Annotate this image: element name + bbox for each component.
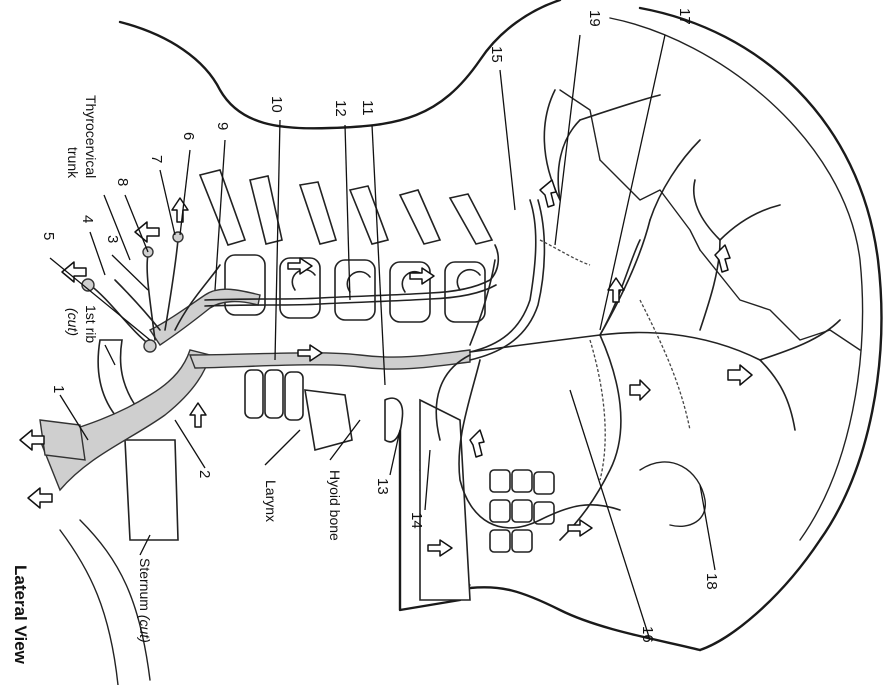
- label-thyrocervical-trunk-line1: Thyrocervical: [83, 95, 99, 178]
- label-hyoid-bone: Hyoid bone: [327, 470, 343, 541]
- label-3: 3: [104, 235, 121, 243]
- aortic-arch: [40, 350, 210, 490]
- label-7: 7: [148, 155, 165, 163]
- teeth: [490, 470, 554, 552]
- label-13: 13: [374, 478, 391, 495]
- label-1: 1: [50, 385, 67, 393]
- flow-arrow: [470, 430, 484, 457]
- label-16: 16: [639, 626, 656, 643]
- flow-arrow: [20, 430, 44, 450]
- label-4: 4: [79, 215, 96, 223]
- label-10: 10: [268, 96, 285, 113]
- label-11: 11: [359, 100, 376, 116]
- common-carotid: [190, 350, 470, 369]
- external-carotid: [470, 333, 760, 360]
- flow-arrow: [728, 365, 752, 385]
- view-title: Lateral View: [11, 565, 30, 665]
- flow-arrow: [568, 520, 592, 536]
- leader-lines: [50, 35, 715, 640]
- label-8: 8: [114, 178, 131, 186]
- flow-arrow: [540, 180, 556, 207]
- label-14: 14: [408, 512, 425, 529]
- label-18: 18: [703, 573, 720, 590]
- label-sternum: Sternum (cut): [137, 558, 153, 643]
- flow-arrow: [172, 198, 188, 222]
- label-thyrocervical-trunk-line2: trunk: [65, 147, 81, 179]
- label-9: 9: [214, 122, 231, 130]
- flow-arrow: [28, 488, 52, 508]
- label-first-rib-cut: (cut): [65, 308, 81, 336]
- flow-arrow: [630, 380, 650, 400]
- label-5: 5: [40, 232, 57, 240]
- label-larynx: Larynx: [263, 480, 279, 522]
- label-17: 17: [676, 8, 693, 25]
- first-rib: [98, 340, 135, 415]
- sternum: [125, 440, 178, 540]
- flow-arrow: [62, 262, 86, 282]
- skeletal-structures: [98, 90, 860, 600]
- flow-arrow: [190, 403, 206, 427]
- label-12: 12: [332, 100, 349, 117]
- label-first-rib: 1st rib: [83, 305, 99, 343]
- larynx-structure: [245, 370, 352, 450]
- label-2: 2: [196, 470, 213, 478]
- flow-arrow: [135, 222, 159, 242]
- label-19: 19: [586, 10, 603, 27]
- label-6: 6: [180, 132, 197, 140]
- number-labels: 1 2 3 4 5 6 7 8 9 10 11 12 13 14 15 16 1…: [40, 8, 720, 643]
- label-15: 15: [488, 46, 505, 63]
